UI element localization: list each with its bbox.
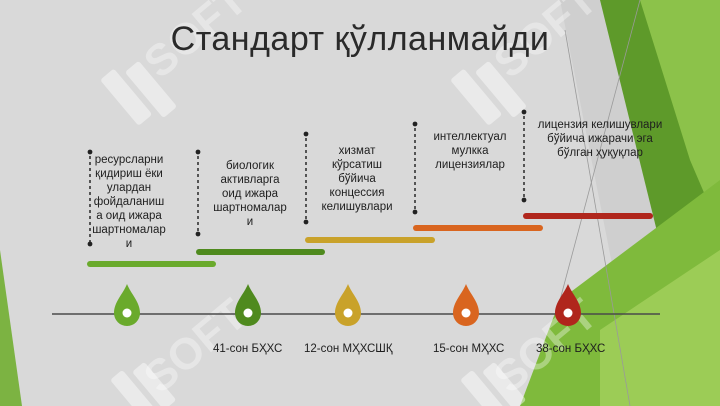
milestone-label: ресурсларни қидириш ёки улардан фойдалан… <box>92 154 166 250</box>
pin-center <box>563 308 573 318</box>
milestone-standard-label: 41-сон БҲХС <box>213 343 283 355</box>
decor-line-2 <box>559 0 641 301</box>
connector-dot <box>412 121 418 127</box>
milestone-label: интеллектуал мулкка лицензиялар <box>433 131 507 171</box>
watermark-logo <box>101 61 176 125</box>
watermark-logo <box>451 61 526 125</box>
page-title: Стандарт қўлланмайди <box>170 20 550 58</box>
connector-dot <box>521 197 527 203</box>
connector-dot <box>195 231 201 237</box>
milestone-label: лицензия келишувлари бўйича ижарачи эга … <box>537 119 663 159</box>
connector-dot <box>87 241 93 247</box>
milestone-pin-icon <box>555 284 581 326</box>
pin-center <box>122 308 132 318</box>
milestone-2 <box>195 149 325 326</box>
connector-dot <box>303 131 309 137</box>
milestone-label: биологик активларга оид ижара шартномала… <box>213 160 287 228</box>
milestone-label: хизмат кўрсатиш бўйича концессия келишув… <box>321 145 393 213</box>
connector-dot <box>412 209 418 215</box>
connector-dot <box>195 149 201 155</box>
right-green-panel-4 <box>600 250 720 406</box>
milestone-1 <box>87 149 216 326</box>
milestone-5 <box>521 109 653 326</box>
milestone-4 <box>412 121 543 326</box>
pin-center <box>343 308 353 318</box>
milestone-pin-icon <box>114 284 140 326</box>
milestone-3 <box>303 131 435 326</box>
pin-center <box>461 308 471 318</box>
milestone-standard-label: 12-сон МҲХСШҚ <box>304 343 393 355</box>
milestone-pin-icon <box>335 284 361 326</box>
right-green-panel-2 <box>640 0 720 230</box>
pin-center <box>243 308 253 318</box>
milestone-standard-label: 38-сон БҲХС <box>536 343 606 355</box>
milestone-pin-icon <box>453 284 479 326</box>
connector-dot <box>303 219 309 225</box>
milestone-standard-label: 15-сон МҲХС <box>433 343 505 355</box>
connector-dot <box>521 109 527 115</box>
milestone-pin-icon <box>235 284 261 326</box>
connector-dot <box>87 149 93 155</box>
left-green-wedge <box>0 250 22 406</box>
